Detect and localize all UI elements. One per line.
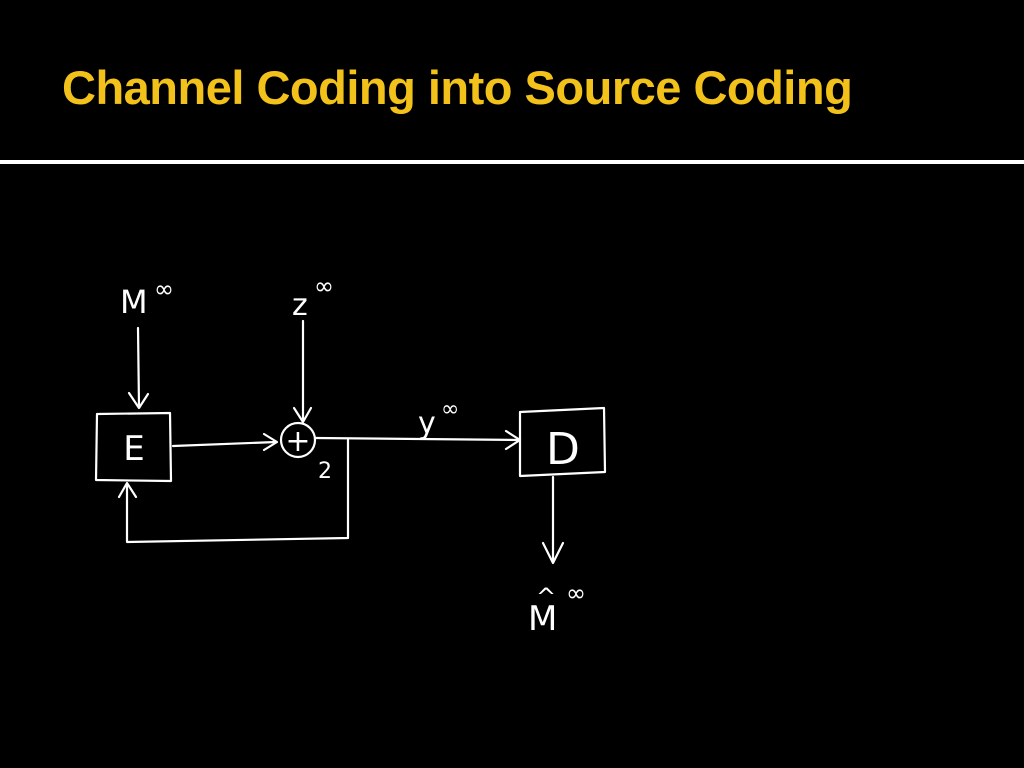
svg-text:2: 2 xyxy=(318,459,332,484)
encoder-block: E xyxy=(94,411,173,483)
svg-text:∞: ∞ xyxy=(566,579,586,607)
decoder-block: D xyxy=(518,406,607,478)
svg-text:z: z xyxy=(292,288,308,323)
svg-text:∞: ∞ xyxy=(441,397,459,422)
estimate-arrow xyxy=(541,475,565,565)
svg-text:∞: ∞ xyxy=(314,272,334,300)
svg-text:M: M xyxy=(528,599,557,639)
svg-text:^: ^ xyxy=(536,583,556,611)
svg-text:∞: ∞ xyxy=(154,275,174,303)
estimate-label: ^ M ∞ xyxy=(528,579,586,639)
feedback-path xyxy=(117,438,350,544)
adder-node: + 2 xyxy=(279,421,332,484)
svg-text:E: E xyxy=(123,429,144,469)
encoder-to-adder-arrow xyxy=(171,432,279,452)
message-input-label: M ∞ xyxy=(120,275,174,321)
svg-text:+: + xyxy=(285,424,310,459)
channel-output-label: y ∞ xyxy=(418,397,459,441)
noise-arrow xyxy=(292,319,313,424)
title-divider xyxy=(0,160,1024,164)
message-arrow xyxy=(127,326,150,410)
slide-title: Channel Coding into Source Coding xyxy=(62,61,853,114)
noise-input-label: z ∞ xyxy=(292,272,334,323)
svg-text:D: D xyxy=(546,424,580,475)
svg-text:y: y xyxy=(418,406,436,441)
svg-text:M: M xyxy=(120,283,148,321)
